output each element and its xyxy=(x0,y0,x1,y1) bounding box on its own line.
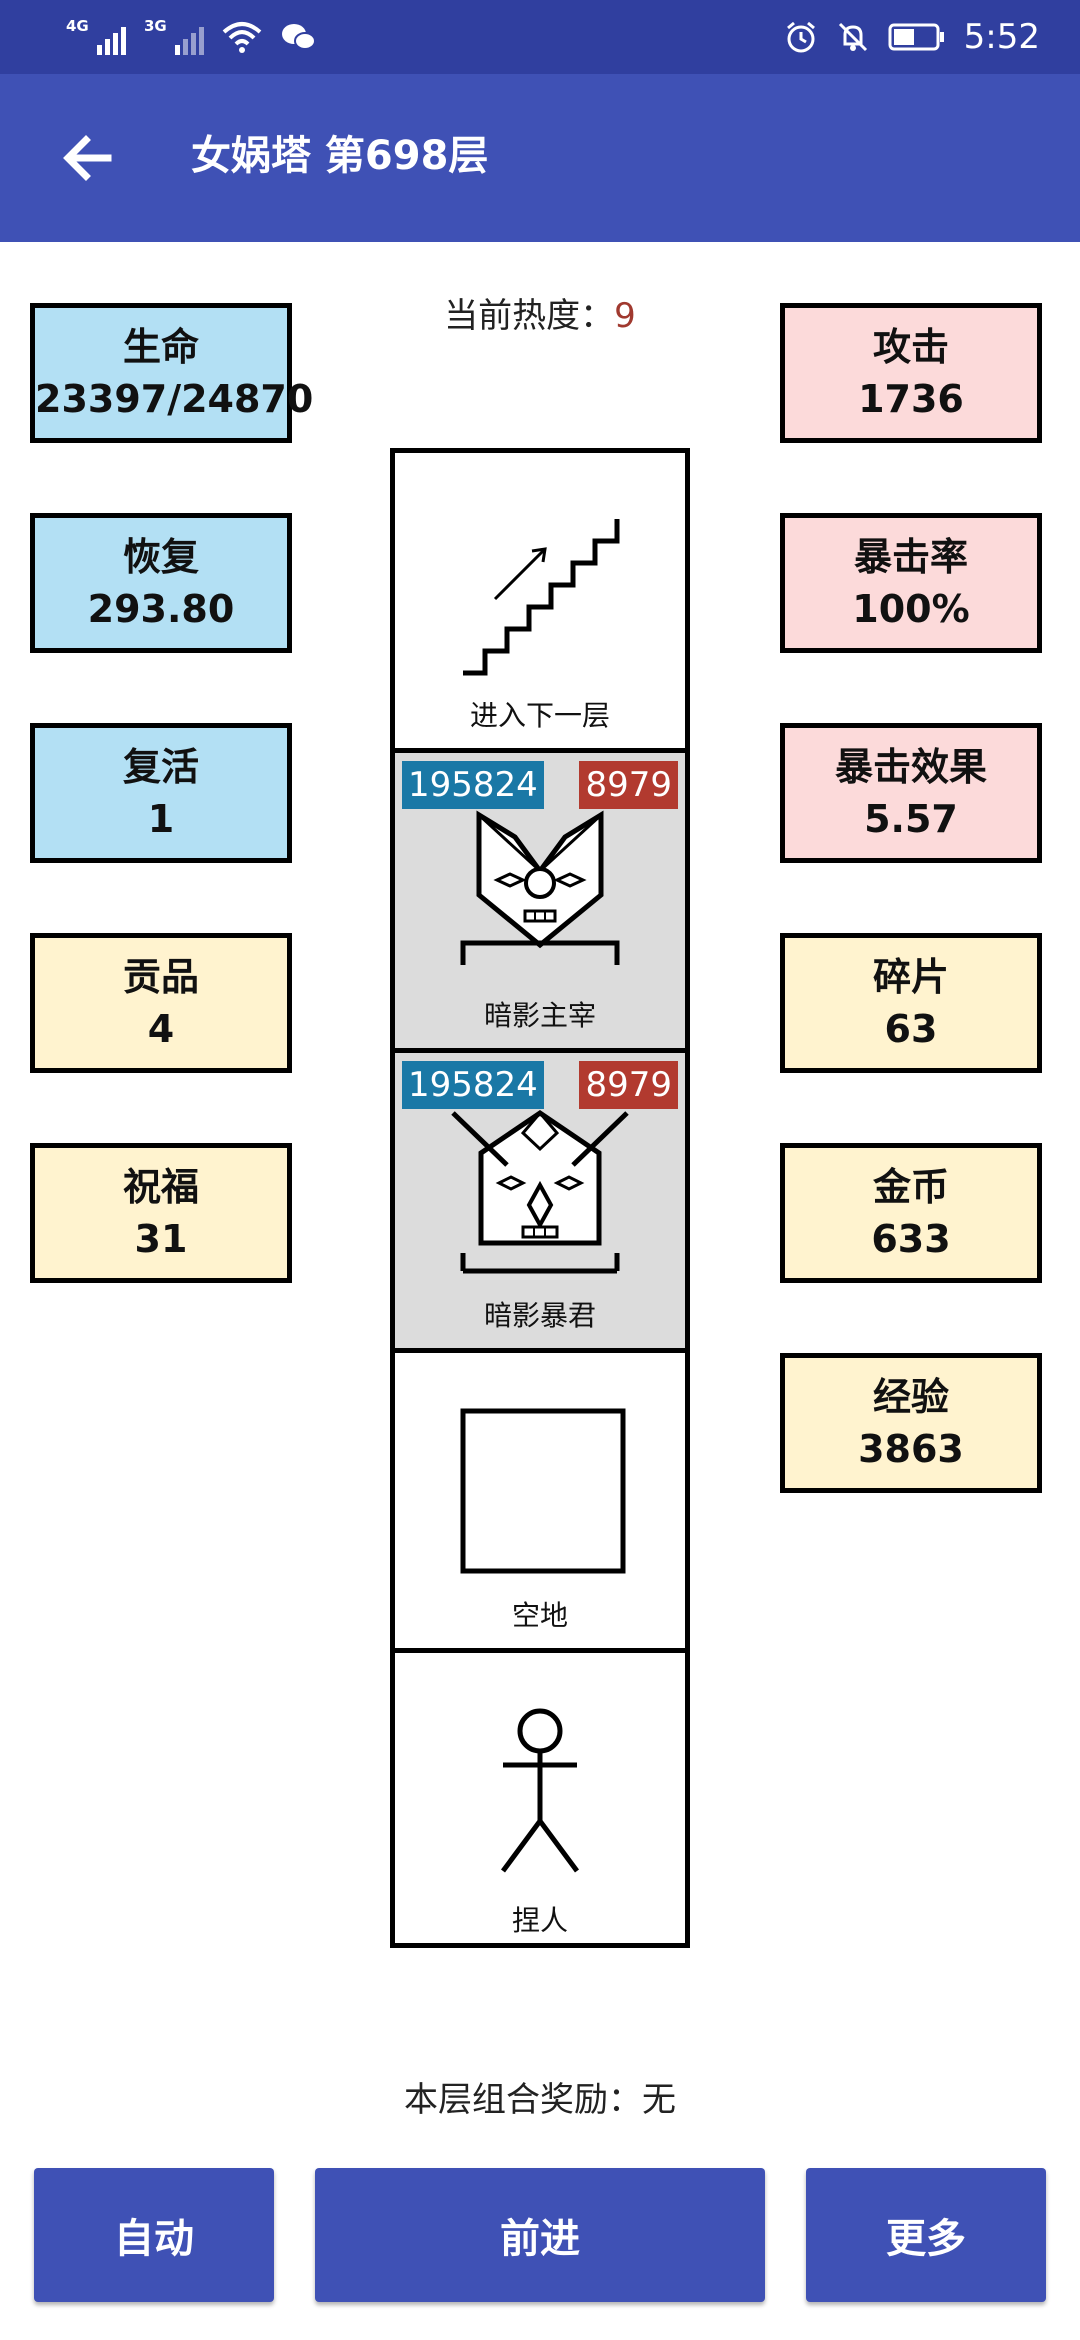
stat-attack: 攻击 1736 xyxy=(780,303,1042,443)
page-title: 女娲塔 第698层 xyxy=(191,133,489,179)
stat-fragments: 碎片 63 xyxy=(780,933,1042,1073)
cell-name: 进入下一层 xyxy=(469,699,610,732)
signal-3g-icon: 3G xyxy=(144,17,204,57)
enemy-hp-badge: 195824 xyxy=(402,761,544,809)
forward-button[interactable]: 前进 xyxy=(315,2168,765,2302)
app-bar: 女娲塔 第698层 xyxy=(0,74,1080,242)
stat-value: 63 xyxy=(884,1007,938,1051)
more-button[interactable]: 更多 xyxy=(806,2168,1046,2302)
stat-value: 5.57 xyxy=(864,797,958,841)
stat-value: 4 xyxy=(147,1007,175,1051)
stat-label: 复活 xyxy=(122,745,199,789)
stat-value: 100% xyxy=(852,587,970,631)
stat-label: 碎片 xyxy=(872,955,949,999)
stat-recovery: 恢复 293.80 xyxy=(30,513,292,653)
alarm-icon xyxy=(786,21,815,53)
tower-cell-stairs[interactable]: 进入下一层 xyxy=(395,453,685,753)
wifi-icon xyxy=(222,22,262,53)
stat-blessing: 祝福 31 xyxy=(30,1143,292,1283)
battery-icon xyxy=(888,23,944,51)
stat-label: 暴击率 xyxy=(853,535,968,579)
enemy-attack-badge: 8979 xyxy=(579,1061,678,1109)
stat-value: 633 xyxy=(871,1217,951,1261)
tower-cell-enemy-shadow-lord[interactable]: 195824 8979 暗影主宰 xyxy=(395,753,685,1053)
signal-4g-label: 4G xyxy=(66,17,89,35)
stick-figure-icon xyxy=(500,1708,580,1873)
reward-value: 无 xyxy=(642,2080,676,2120)
stat-tribute: 贡品 4 xyxy=(30,933,292,1073)
tower-cell-player[interactable]: 捏人 xyxy=(395,1653,685,1953)
cell-name: 捏人 xyxy=(511,1904,568,1937)
status-bar: 4G 3G xyxy=(0,0,1080,74)
stat-label: 金币 xyxy=(872,1165,949,1209)
enemy-hp-badge: 195824 xyxy=(402,1061,544,1109)
stat-label: 恢复 xyxy=(122,535,199,579)
tower-column: 进入下一层 195824 8979 暗影主宰 1 xyxy=(390,448,690,1948)
stat-crit-rate: 暴击率 100% xyxy=(780,513,1042,653)
stat-value: 23397/24870 xyxy=(35,377,314,421)
signal-4g-icon: 4G xyxy=(66,17,126,57)
stat-gold: 金币 633 xyxy=(780,1143,1042,1283)
reward-label: 本层组合奖励： xyxy=(404,2080,642,2120)
heat-label: 当前热度： xyxy=(444,296,615,336)
stat-label: 暴击效果 xyxy=(834,745,987,789)
enemy-attack-badge: 8979 xyxy=(579,761,678,809)
wechat-icon xyxy=(282,24,316,50)
stat-value: 1 xyxy=(147,797,175,841)
tower-cell-enemy-shadow-tyrant[interactable]: 195824 8979 暗影暴君 xyxy=(395,1053,685,1353)
stat-life: 生命 23397/24870 xyxy=(30,303,314,443)
stat-value: 293.80 xyxy=(87,587,235,631)
stat-label: 经验 xyxy=(872,1375,949,1419)
stat-value: 3863 xyxy=(858,1427,964,1471)
cell-name: 空地 xyxy=(511,1599,568,1632)
stat-crit-effect: 暴击效果 5.57 xyxy=(780,723,1042,863)
stairs-icon xyxy=(463,519,620,676)
stat-label: 贡品 xyxy=(122,955,199,999)
status-time: 5:52 xyxy=(963,17,1040,57)
stat-value: 1736 xyxy=(858,377,964,421)
cell-name: 暗影暴君 xyxy=(483,1299,596,1332)
empty-square-icon xyxy=(460,1408,626,1574)
stat-label: 攻击 xyxy=(872,325,949,369)
signal-3g-label: 3G xyxy=(144,17,167,35)
auto-button[interactable]: 自动 xyxy=(34,2168,274,2302)
stat-label: 生命 xyxy=(122,325,199,369)
tower-cell-empty[interactable]: 空地 xyxy=(395,1353,685,1653)
shadow-lord-icon xyxy=(460,810,620,965)
arrow-left-icon[interactable] xyxy=(56,126,120,190)
stat-experience: 经验 3863 xyxy=(780,1353,1042,1493)
mute-icon xyxy=(838,22,867,52)
stat-value: 31 xyxy=(134,1217,188,1261)
heat-value: 9 xyxy=(614,296,636,336)
heat-indicator: 当前热度：9 xyxy=(0,288,1080,337)
cell-name: 暗影主宰 xyxy=(483,999,596,1032)
stat-label: 祝福 xyxy=(122,1165,199,1209)
stat-revive: 复活 1 xyxy=(30,723,292,863)
floor-reward: 本层组合奖励：无 xyxy=(0,2072,1080,2121)
shadow-tyrant-icon xyxy=(451,1109,629,1274)
